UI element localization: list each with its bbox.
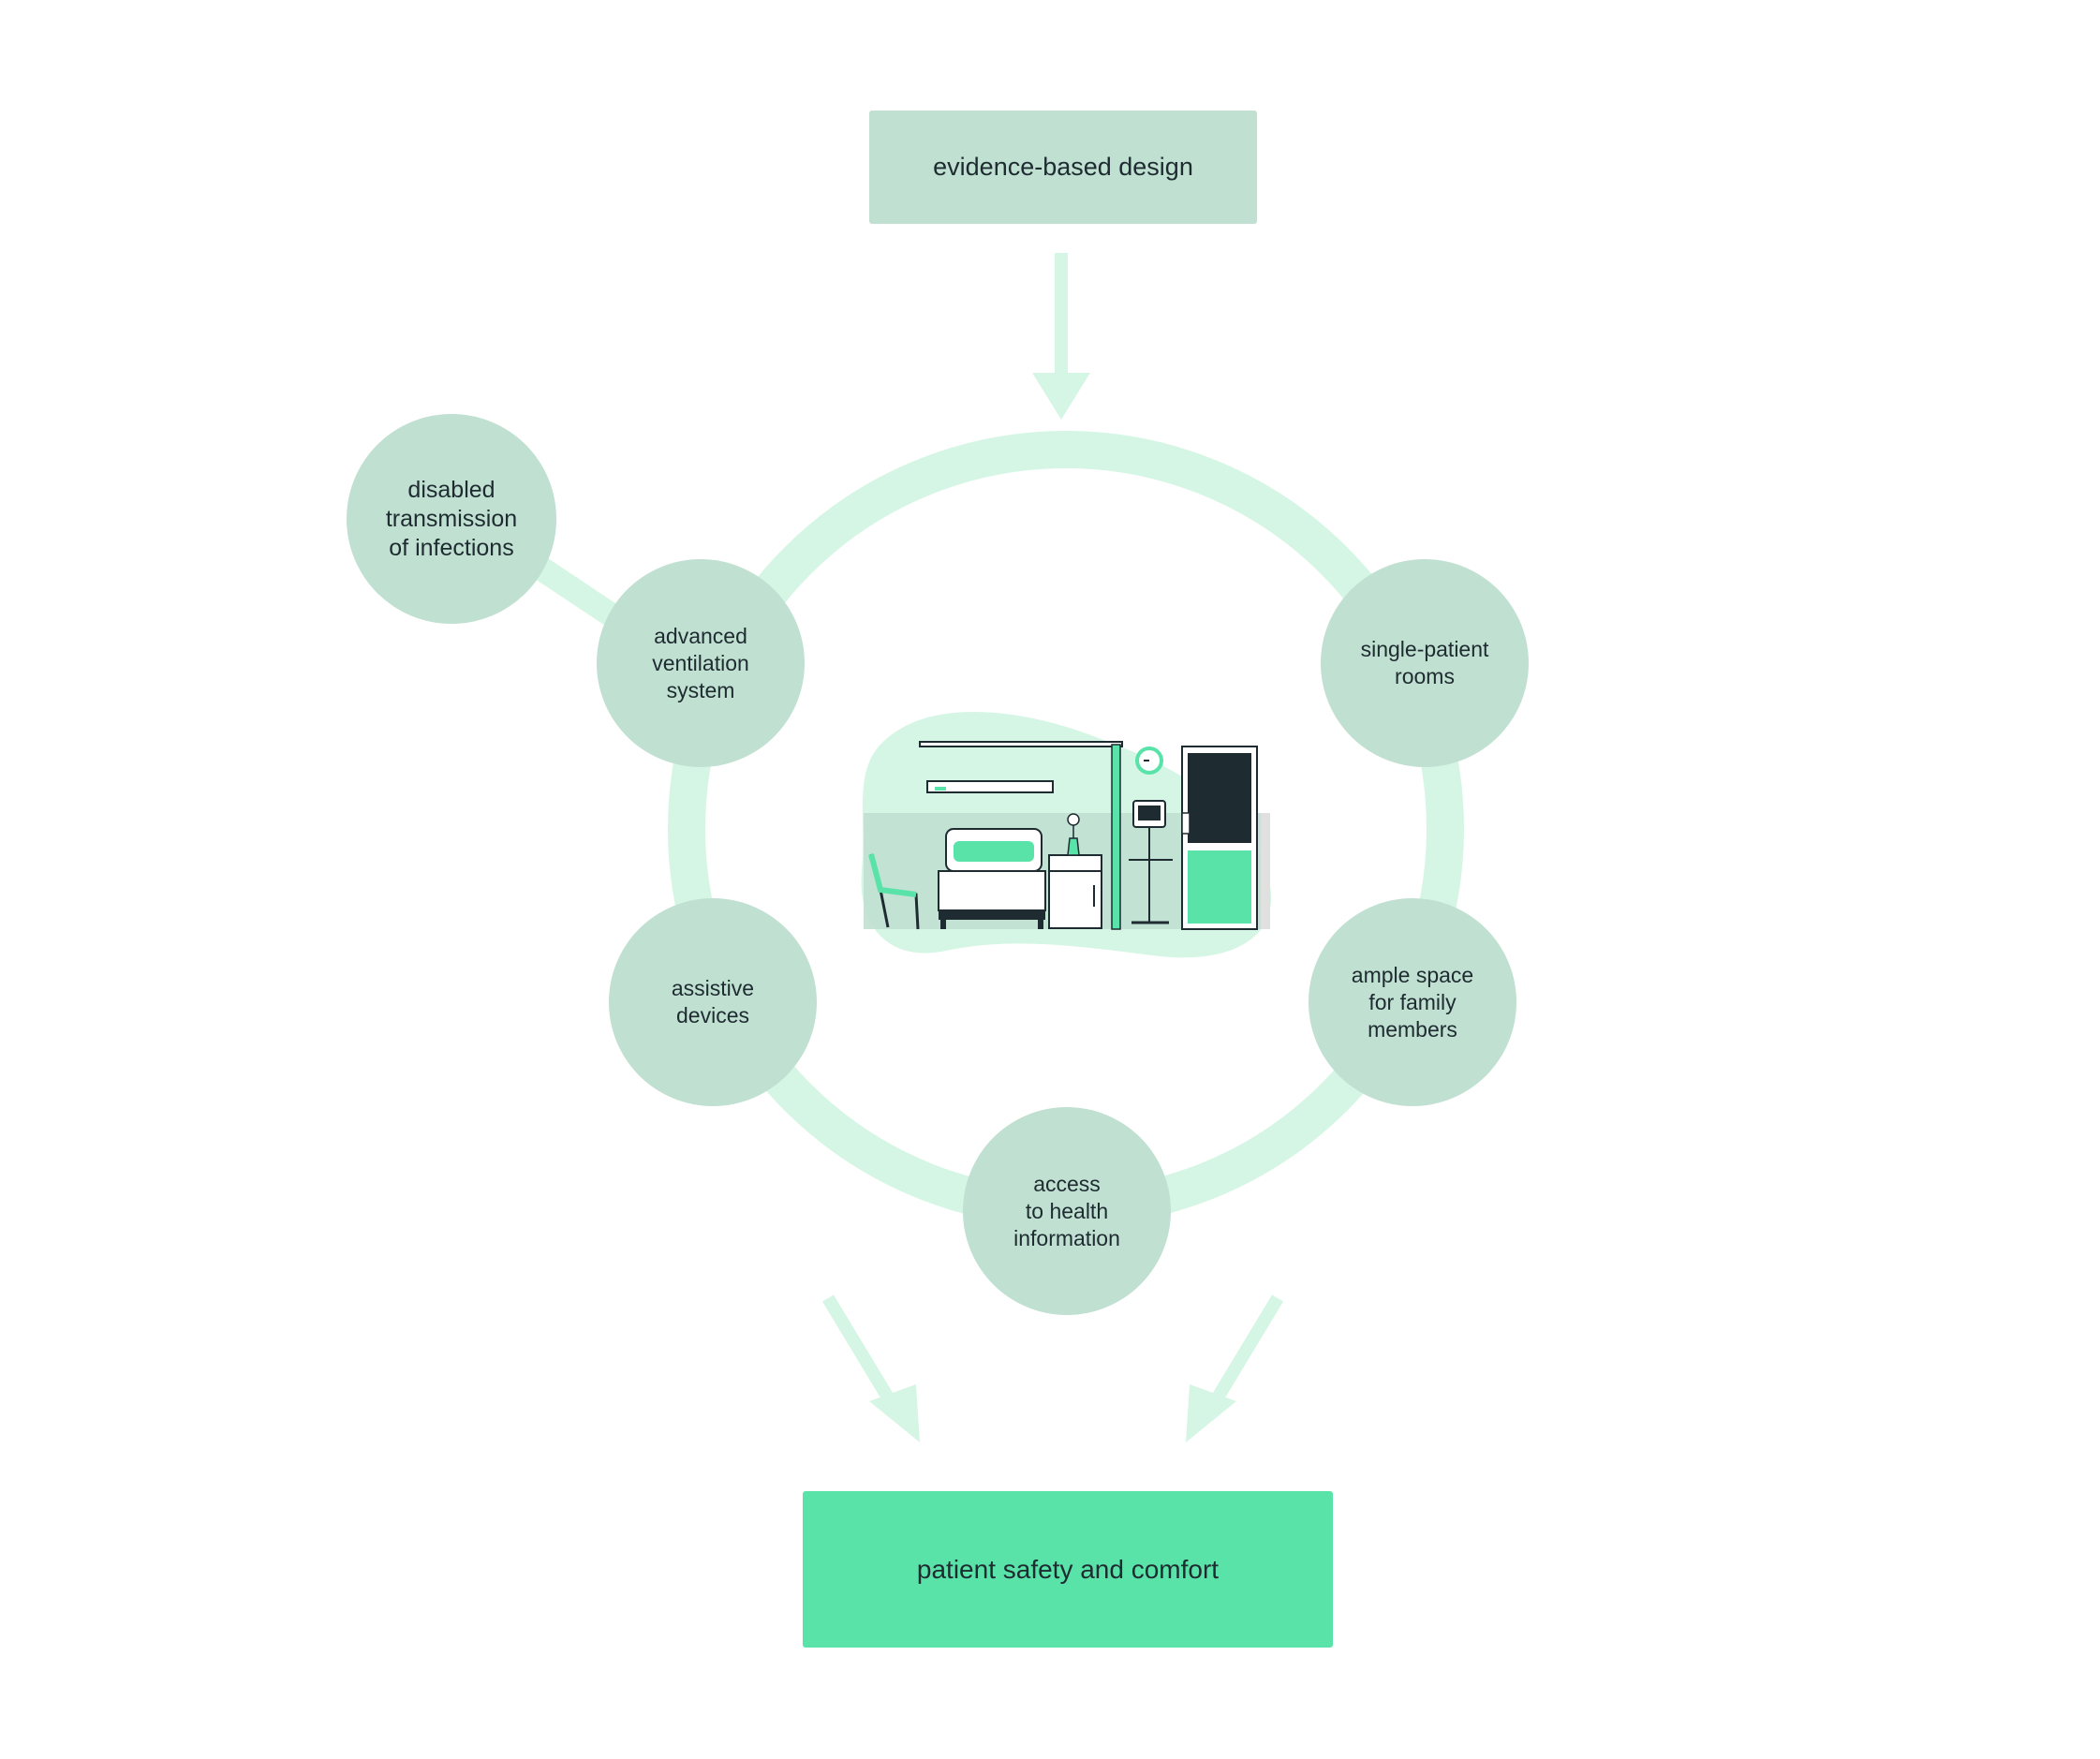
node-advanced-ventilation-label: advanced ventilation system [652, 623, 749, 702]
node-advanced-ventilation: advanced ventilation system [597, 559, 805, 767]
node-access-health-info-label: access to health information [1013, 1171, 1120, 1250]
node-disabled-transmission-label: disabled transmission of infections [385, 476, 518, 561]
node-access-health-info: access to health information [963, 1107, 1171, 1315]
node-single-patient-rooms: single-patient rooms [1321, 559, 1529, 767]
node-assistive-devices-label: assistive devices [671, 976, 755, 1027]
node-disabled-transmission: disabled transmission of infections [347, 414, 556, 624]
node-ample-space-label: ample space for family members [1351, 962, 1474, 1042]
arrow-bottom-left [822, 1294, 920, 1442]
patient-safety-label: patient safety and comfort [916, 1554, 1220, 1584]
node-single-patient-rooms-label: single-patient rooms [1360, 637, 1489, 688]
arrow-down [1032, 253, 1090, 420]
evidence-based-design-label: evidence-based design [933, 153, 1193, 181]
node-ample-space: ample space for family members [1309, 898, 1516, 1106]
patient-safety-box: patient safety and comfort [803, 1491, 1333, 1648]
arrow-bottom-right [1186, 1294, 1283, 1442]
node-assistive-devices: assistive devices [609, 898, 817, 1106]
evidence-based-design-box: evidence-based design [869, 111, 1257, 224]
hospital-room-illustration [861, 711, 1272, 958]
